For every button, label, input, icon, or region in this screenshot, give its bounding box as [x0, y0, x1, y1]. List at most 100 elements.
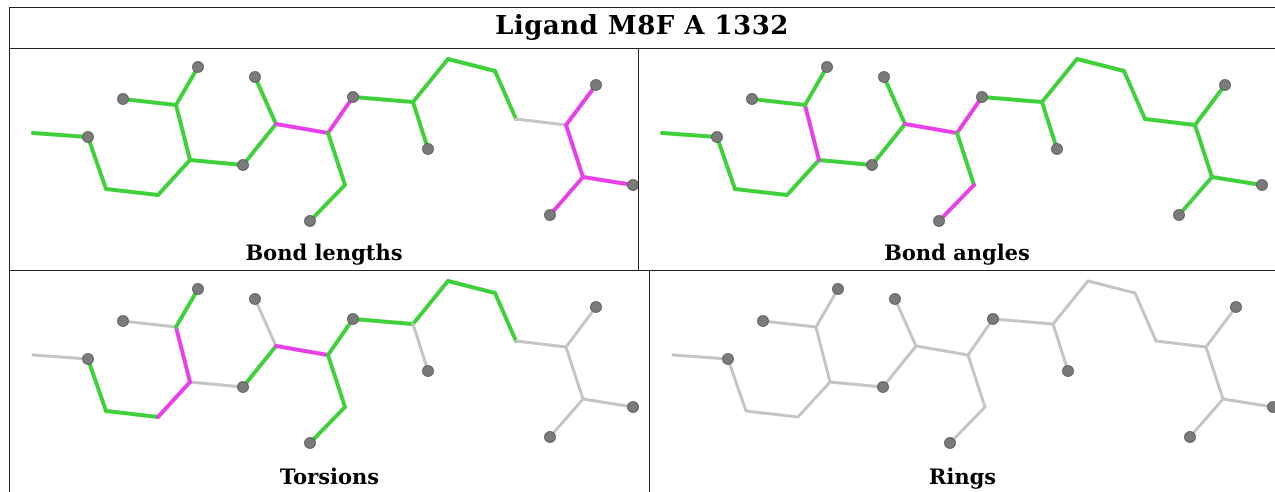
bond-c-d [785, 158, 821, 197]
atom-r [1051, 143, 1063, 155]
bond-u-w [564, 345, 585, 401]
bond-d-e [817, 158, 874, 167]
atom-r [422, 365, 434, 377]
atom-l [987, 313, 999, 325]
bond-m-n [308, 405, 347, 445]
bond-s-t [1122, 69, 1147, 121]
atom-h [192, 283, 204, 295]
atom-r [422, 143, 434, 155]
atom-n [944, 437, 956, 449]
ligand-diagram-torsions [31, 279, 639, 449]
bond-l-o [351, 95, 415, 104]
atom-y [1173, 209, 1185, 221]
bond-m-n [948, 405, 987, 445]
bond-l1-a [31, 131, 90, 139]
figure-title: Ligand M8F A 1332 [495, 11, 789, 41]
atom-h [832, 283, 844, 295]
bond-d-e [188, 158, 245, 167]
bond-i-j [893, 297, 918, 348]
bond-f-g [121, 97, 178, 107]
atom-a [82, 131, 94, 143]
atom-v [590, 301, 602, 313]
bond-w-x [581, 397, 635, 409]
caption-bond-angles: Bond angles [884, 240, 1030, 265]
panel-rings: Rings [650, 271, 1275, 492]
bond-e-i [881, 344, 918, 389]
atom-a [722, 353, 734, 365]
panel-bond-angles: Bond angles [639, 49, 1275, 270]
bond-m-n [308, 183, 347, 223]
bond-w-y [1177, 175, 1214, 217]
bond-f-g [761, 319, 818, 329]
bond-f-h [174, 287, 200, 329]
bond-f-g [750, 97, 807, 107]
ligand-diagram-bond-lengths [31, 57, 638, 227]
bond-k-m [326, 131, 347, 187]
bond-e-i [870, 122, 907, 167]
atom-v [590, 79, 602, 91]
atom-x [1256, 179, 1268, 191]
atom-h [821, 61, 833, 73]
atom-a [82, 353, 94, 365]
bond-f-g [121, 319, 178, 329]
bond-b-c [733, 187, 789, 197]
ligand-diagram-bond-angles [660, 57, 1268, 227]
atom-l [347, 91, 359, 103]
bond-k-l [326, 317, 355, 357]
bond-i-k [274, 344, 330, 357]
bond-s-t [493, 69, 518, 121]
atom-l [976, 91, 988, 103]
bond-b-c [744, 409, 800, 419]
atom-e [237, 381, 249, 393]
atom-n [933, 215, 945, 227]
bond-q-s [1075, 57, 1126, 73]
bond-c-d [156, 380, 192, 419]
column-divider-bottom [649, 270, 650, 492]
bond-o-r [411, 322, 430, 373]
bond-d-f [803, 103, 821, 162]
bond-a-b [86, 135, 108, 191]
bond-k-l [966, 317, 995, 357]
bond-u-w [564, 123, 585, 179]
bond-k-m [326, 353, 347, 409]
bond-e-i [241, 344, 278, 389]
bond-q-s [446, 279, 497, 295]
bond-w-x [1221, 397, 1275, 409]
bond-s-t [1133, 291, 1158, 343]
border-left [9, 7, 10, 492]
bond-i-k [914, 344, 970, 357]
bond-o-r [1051, 322, 1070, 373]
bond-t-u [514, 117, 568, 127]
bond-m-n [937, 183, 976, 223]
bond-t-u [514, 339, 568, 349]
atom-n [304, 437, 316, 449]
atom-v [1230, 301, 1242, 313]
bond-f-h [814, 287, 840, 329]
bond-k-l [955, 95, 984, 135]
bond-a-b [726, 357, 748, 413]
atom-g [117, 315, 129, 327]
bond-a-b [715, 135, 737, 191]
atom-x [627, 401, 639, 413]
bond-t-u [1143, 117, 1197, 127]
bond-d-f [174, 325, 192, 384]
atom-x [1267, 401, 1275, 413]
bond-k-l [326, 95, 355, 135]
atom-j [889, 293, 901, 305]
bond-l1-a [31, 353, 90, 361]
atom-y [1184, 431, 1196, 443]
bond-u-w [1204, 345, 1225, 401]
caption-rings: Rings [928, 464, 997, 489]
bond-l-o [980, 95, 1044, 104]
bond-d-f [814, 325, 832, 384]
bond-l1-a [660, 131, 719, 139]
atom-y [544, 431, 556, 443]
bond-i-j [882, 75, 907, 126]
ligand-diagram-rings [671, 279, 1275, 449]
panel-torsions: Torsions [10, 271, 649, 492]
bond-q-s [1086, 279, 1137, 295]
atom-j [249, 293, 261, 305]
bond-o-q [1040, 57, 1079, 104]
bond-u-v [564, 305, 598, 349]
bond-o-r [1040, 100, 1059, 151]
